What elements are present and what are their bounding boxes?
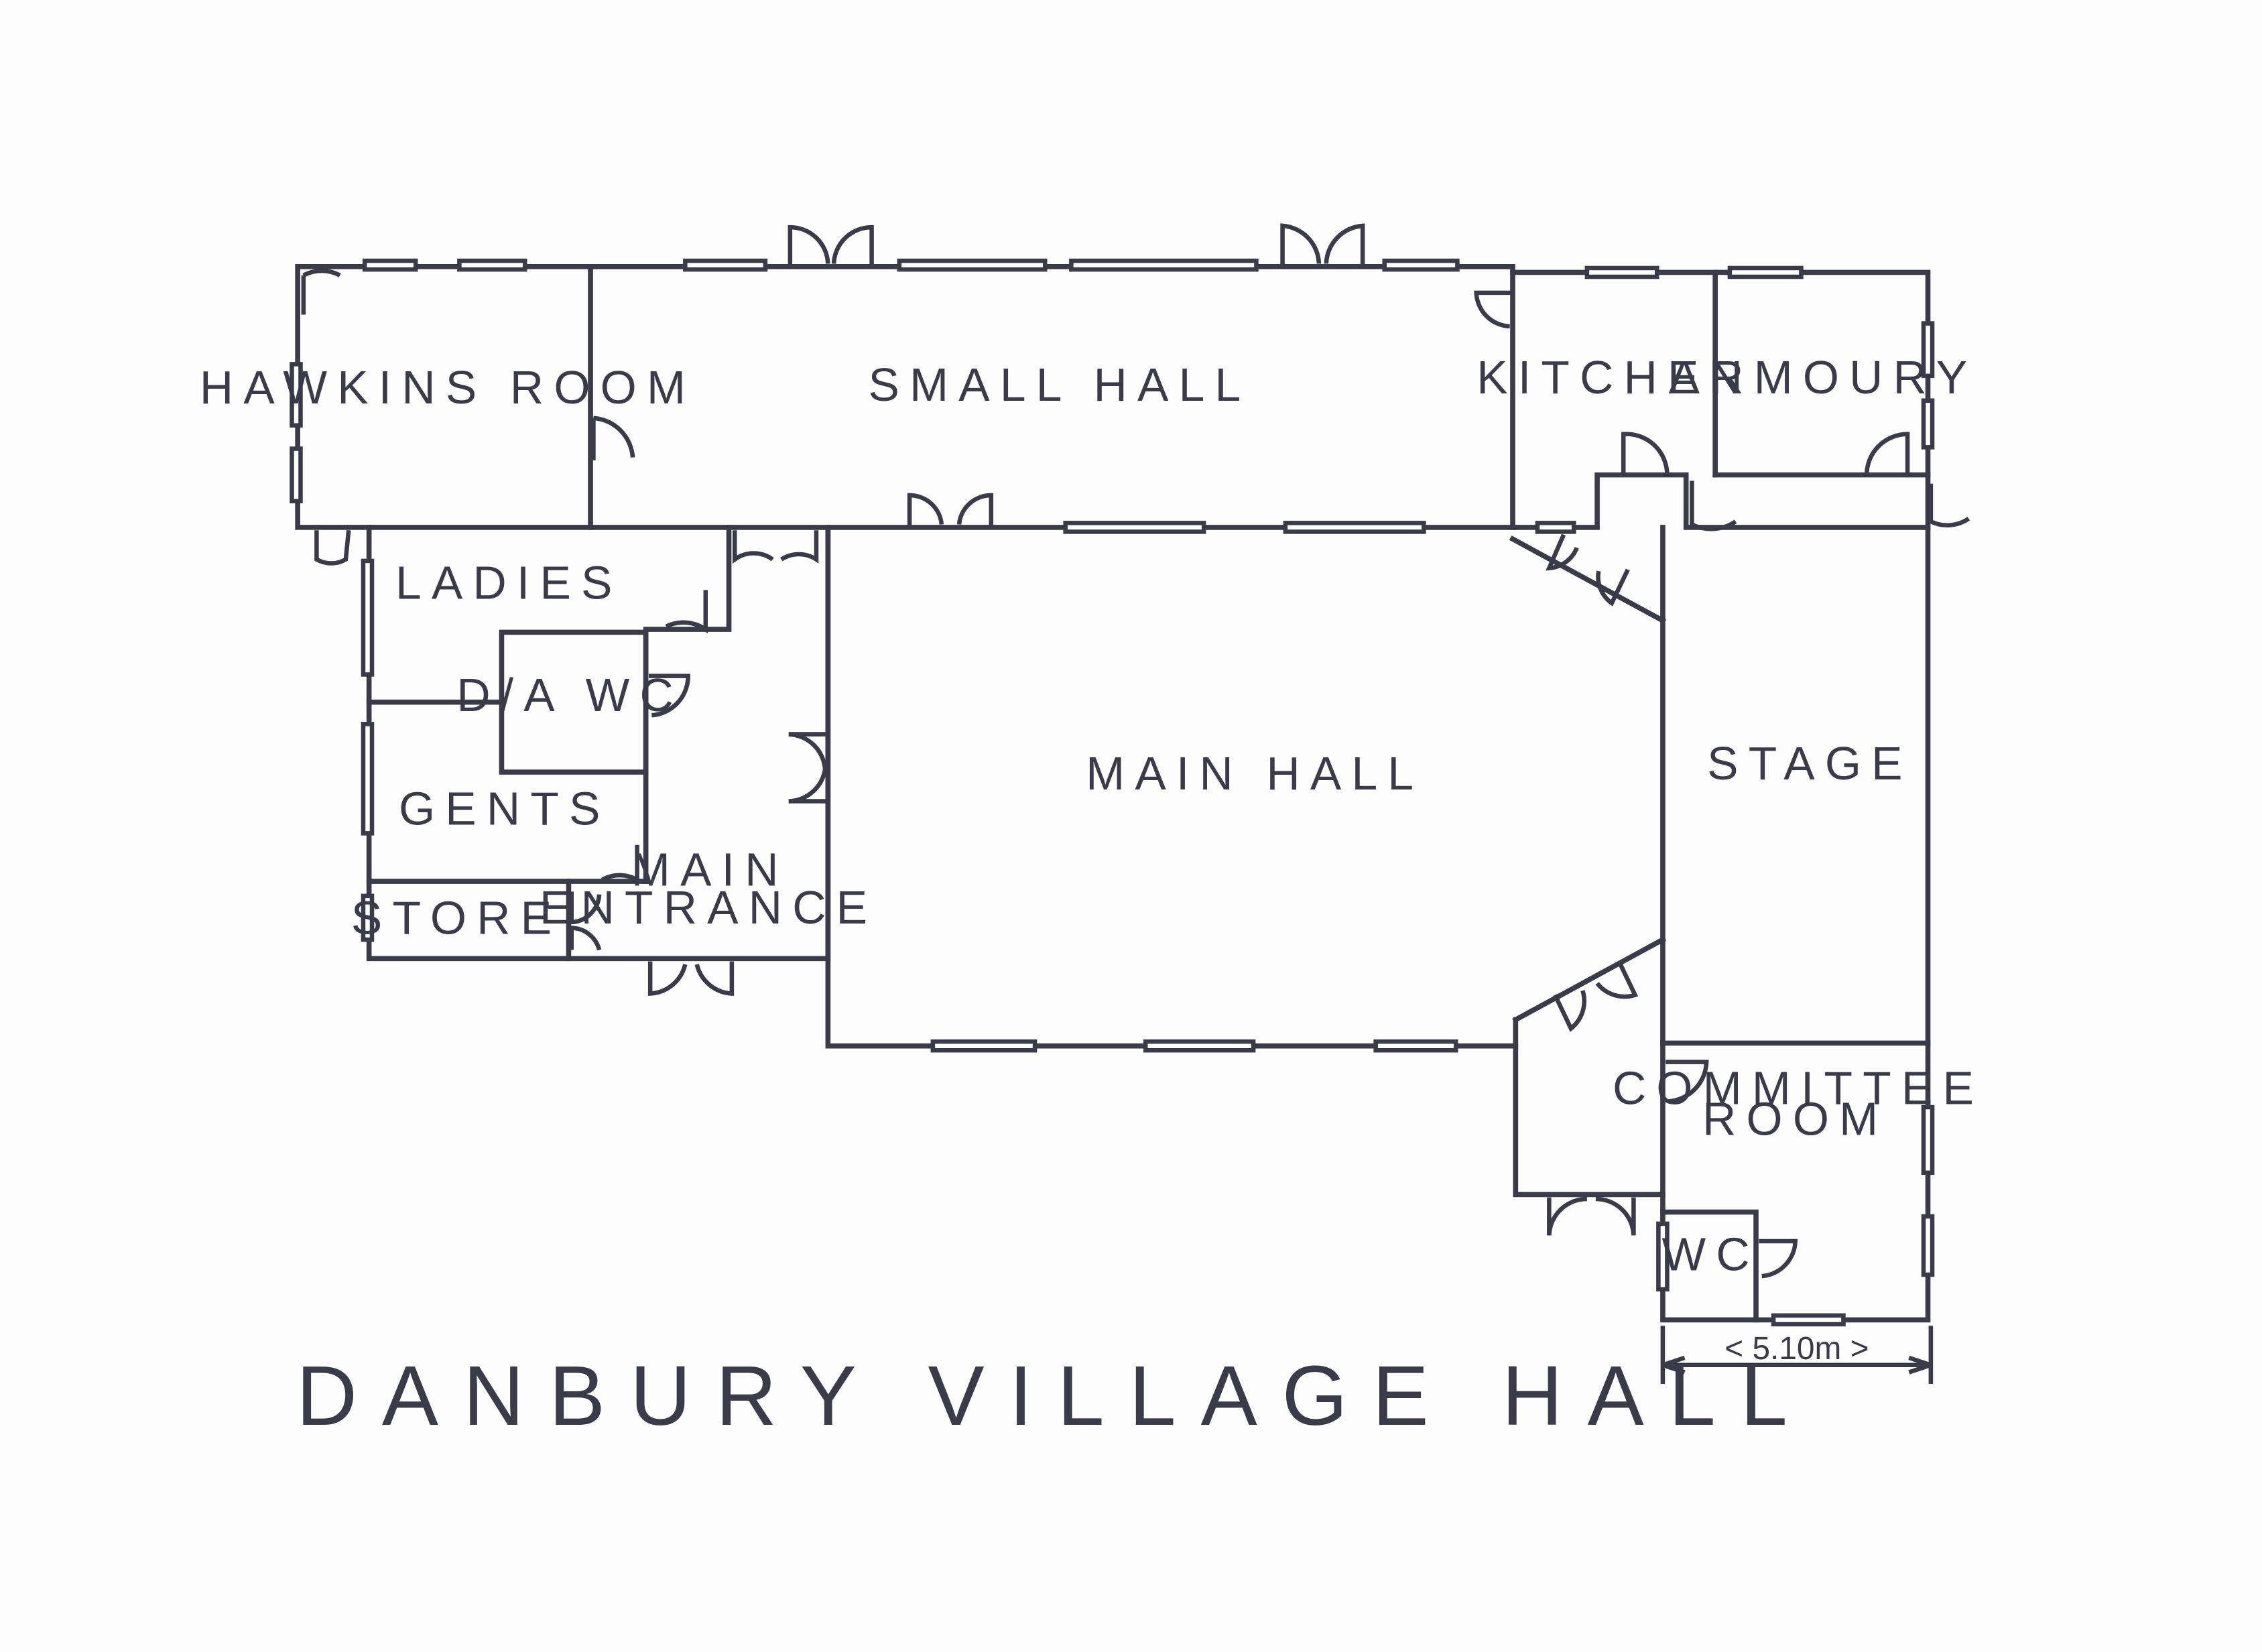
room-labels: HAWKINS ROOM SMALL HALL KITCHEN ARMOURY … — [200, 351, 1984, 1281]
label-main-entrance-line2: ENTRANCE — [540, 881, 877, 934]
label-wc: WC — [1661, 1228, 1759, 1280]
label-committee-room-line1: COMMITTEE — [1613, 1062, 1984, 1115]
doors — [301, 223, 1970, 1279]
label-store: STORE — [351, 891, 562, 944]
label-small-hall: SMALL HALL — [869, 359, 1251, 411]
label-armoury: ARMOURY — [1669, 351, 1978, 403]
label-stage: STAGE — [1707, 737, 1913, 789]
scale-label: < 5.10m > — [1724, 1331, 1869, 1367]
label-gents: GENTS — [399, 782, 611, 834]
plan-title: DANBURY VILLAGE HALL — [296, 1348, 1812, 1443]
label-main-entrance-line1: MAIN — [631, 844, 789, 896]
label-hawkins-room: HAWKINS ROOM — [200, 361, 696, 414]
label-committee-room-line2: ROOM — [1702, 1092, 1888, 1145]
scale-bar: < 5.10m > — [1660, 1326, 1934, 1385]
label-main-hall: MAIN HALL — [1086, 747, 1424, 800]
label-da-wc: D/A WC — [456, 669, 684, 721]
label-kitchen: KITCHEN — [1476, 351, 1753, 403]
windows — [290, 258, 1935, 1327]
label-ladies: LADIES — [395, 556, 623, 609]
